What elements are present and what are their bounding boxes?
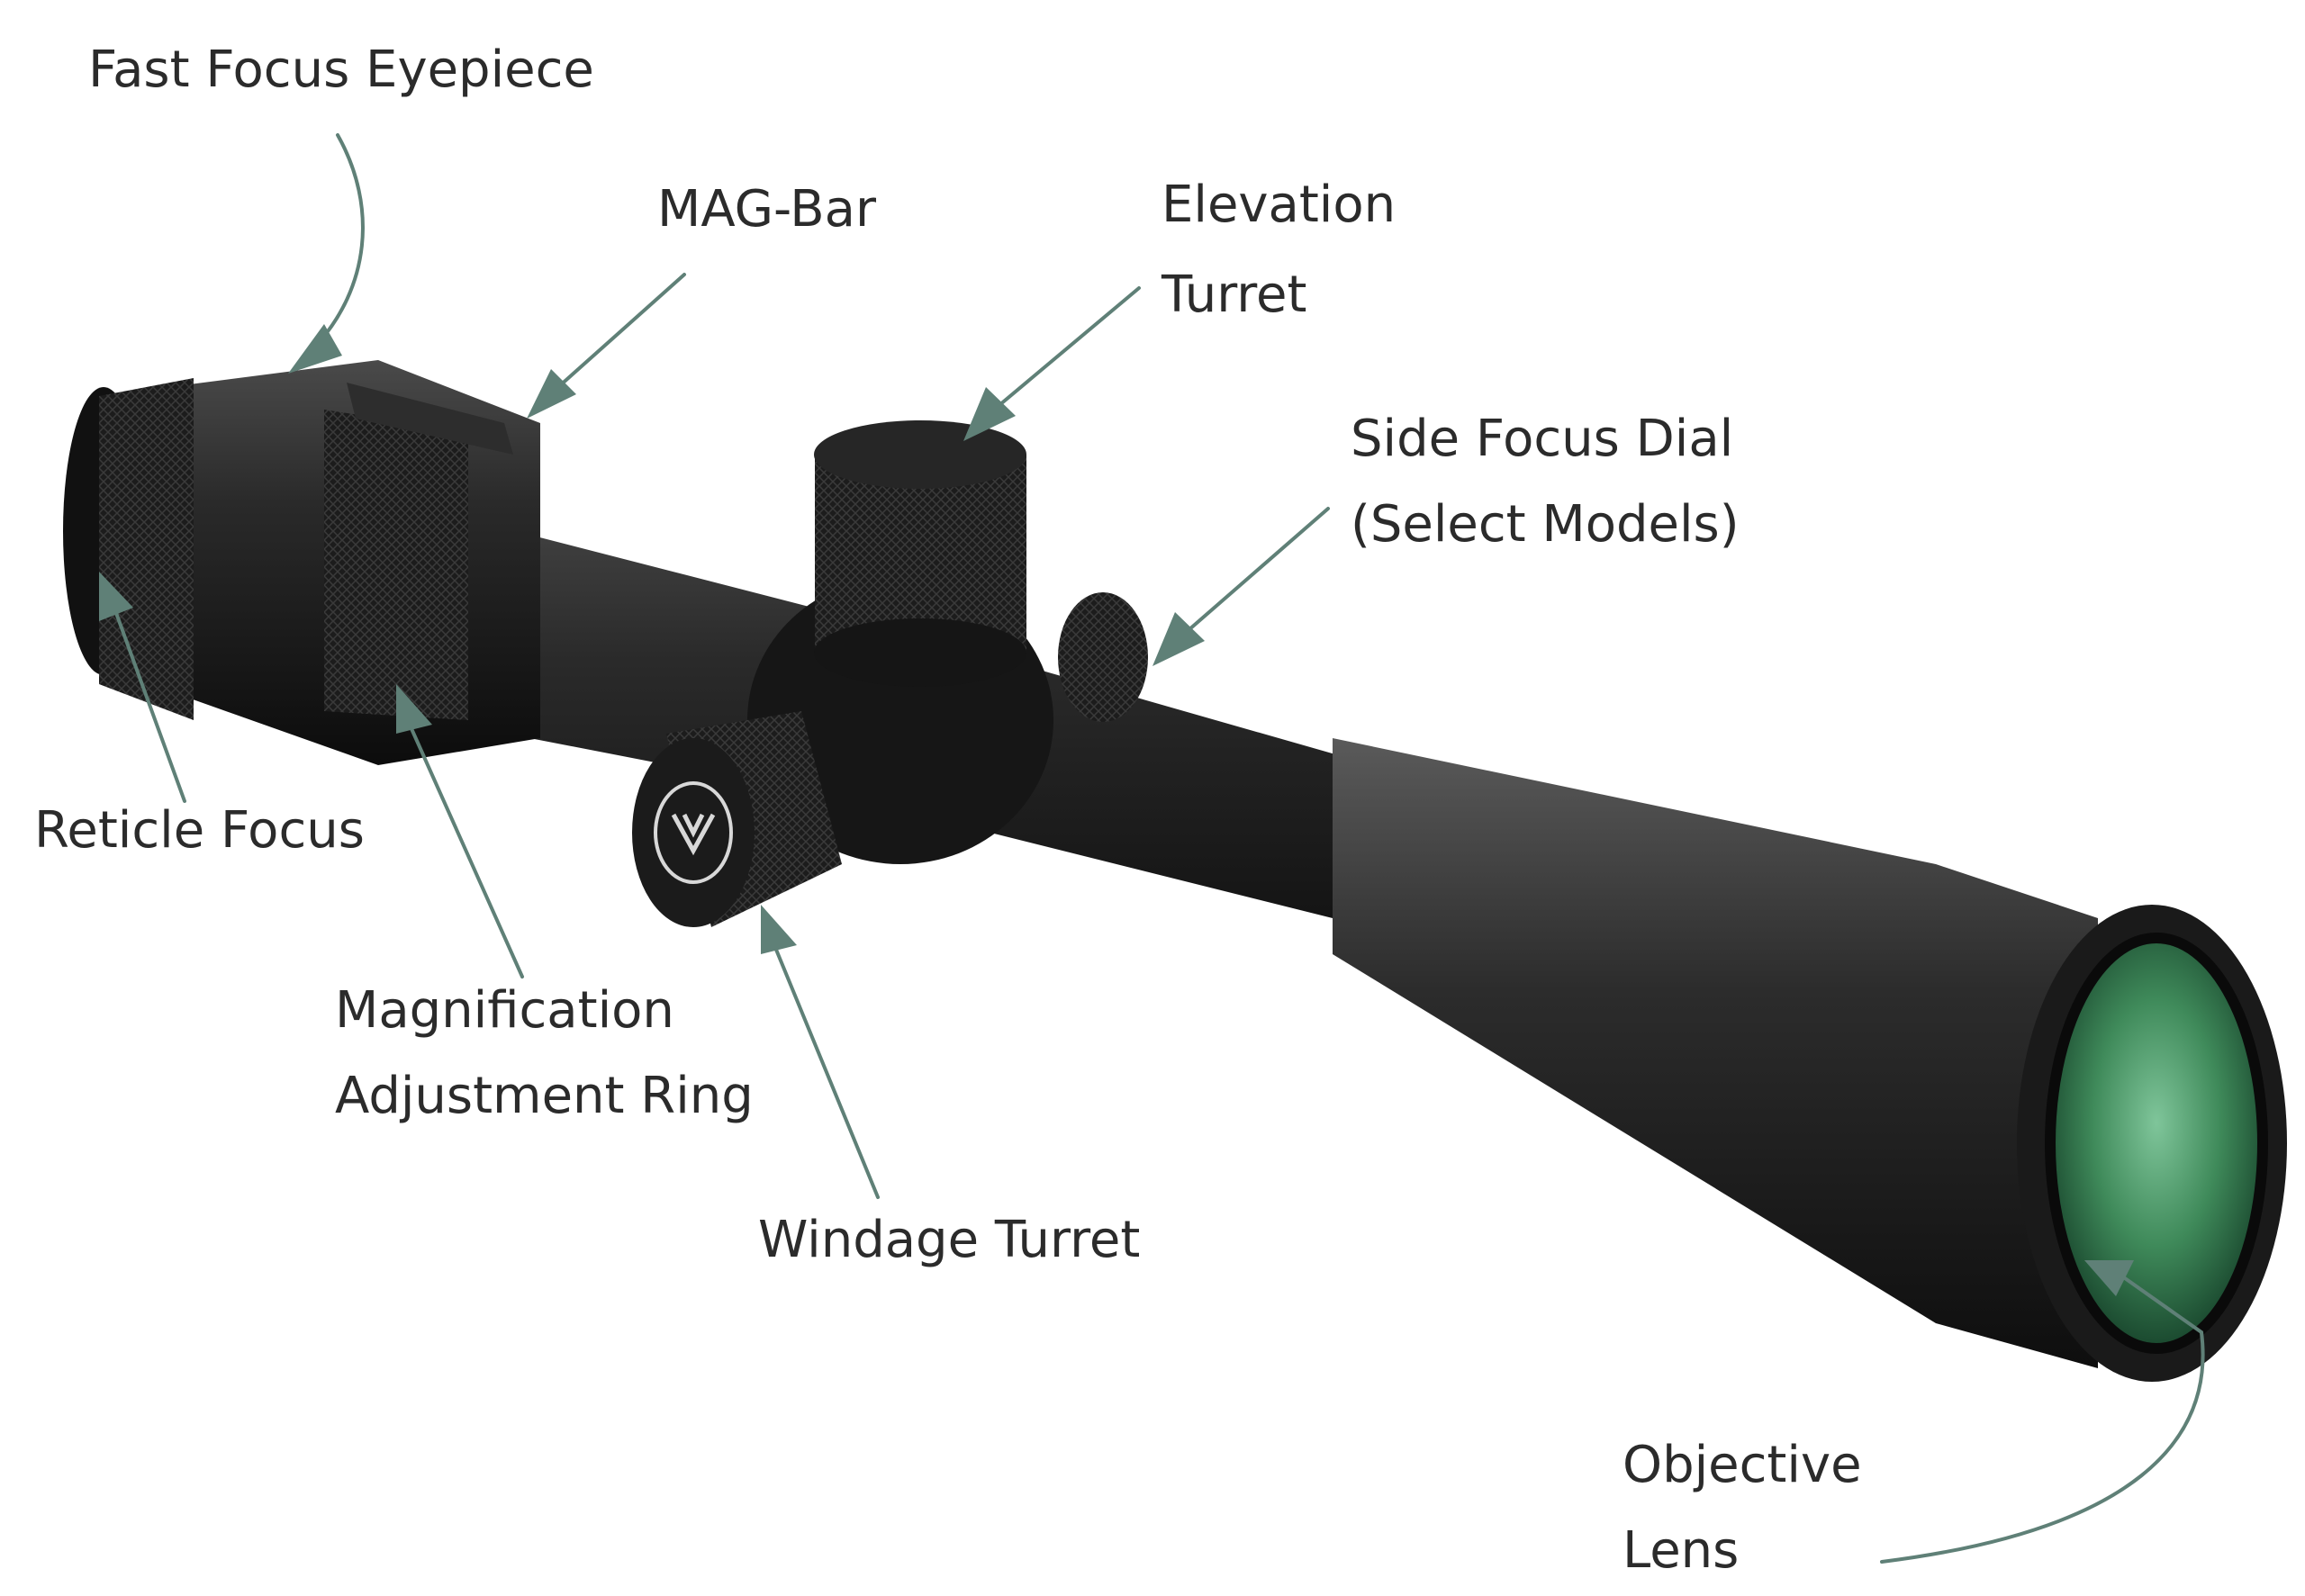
- label-reticle-focus: Reticle Focus: [34, 801, 365, 860]
- label-elevation-turret-line2: Turret: [1162, 266, 1307, 324]
- arrowhead-fast-focus: [288, 324, 342, 374]
- arrow-magnification: [408, 723, 524, 978]
- label-fast-focus-eyepiece: Fast Focus Eyepiece: [88, 41, 594, 99]
- label-objective-lens-line1: Objective: [1623, 1436, 1862, 1494]
- mag-bar: [347, 383, 513, 455]
- arrow-side-focus: [1187, 507, 1330, 632]
- objective-bell: [1333, 738, 2098, 1368]
- label-elevation-turret-line1: Elevation: [1162, 176, 1397, 234]
- arrowhead-reticle: [99, 572, 133, 621]
- label-side-focus-dial-line2: (Select Models): [1351, 495, 1740, 554]
- label-magnification-ring-line2: Adjustment Ring: [335, 1067, 754, 1125]
- arrowhead-windage: [761, 905, 797, 954]
- arrow-windage: [773, 943, 880, 1199]
- arrowhead-objective: [2084, 1260, 2134, 1296]
- arrow-fast-focus: [313, 133, 365, 348]
- side-focus-dial: [1058, 592, 1148, 722]
- arrow-mag-bar: [556, 273, 686, 389]
- arrow-elevation: [998, 286, 1141, 407]
- label-objective-lens-line2: Lens: [1623, 1521, 1740, 1580]
- arrowhead-magnification: [396, 684, 432, 734]
- label-magnification-ring-line1: Magnification: [335, 981, 674, 1040]
- objective-lens: [2050, 938, 2263, 1348]
- arrow-objective: [1880, 1276, 2205, 1564]
- arrowhead-mag-bar: [527, 369, 576, 419]
- arrowhead-elevation: [963, 387, 1016, 441]
- label-windage-turret: Windage Turret: [758, 1211, 1141, 1269]
- vortex-v-logo-icon: [654, 781, 733, 884]
- reticle-focus-ring: [99, 378, 194, 720]
- arrowhead-side-focus: [1152, 612, 1205, 666]
- arrow-reticle: [111, 601, 186, 803]
- label-mag-bar: MAG-Bar: [657, 180, 877, 239]
- label-side-focus-dial-line1: Side Focus Dial: [1351, 410, 1734, 468]
- magnification-ring: [324, 410, 468, 720]
